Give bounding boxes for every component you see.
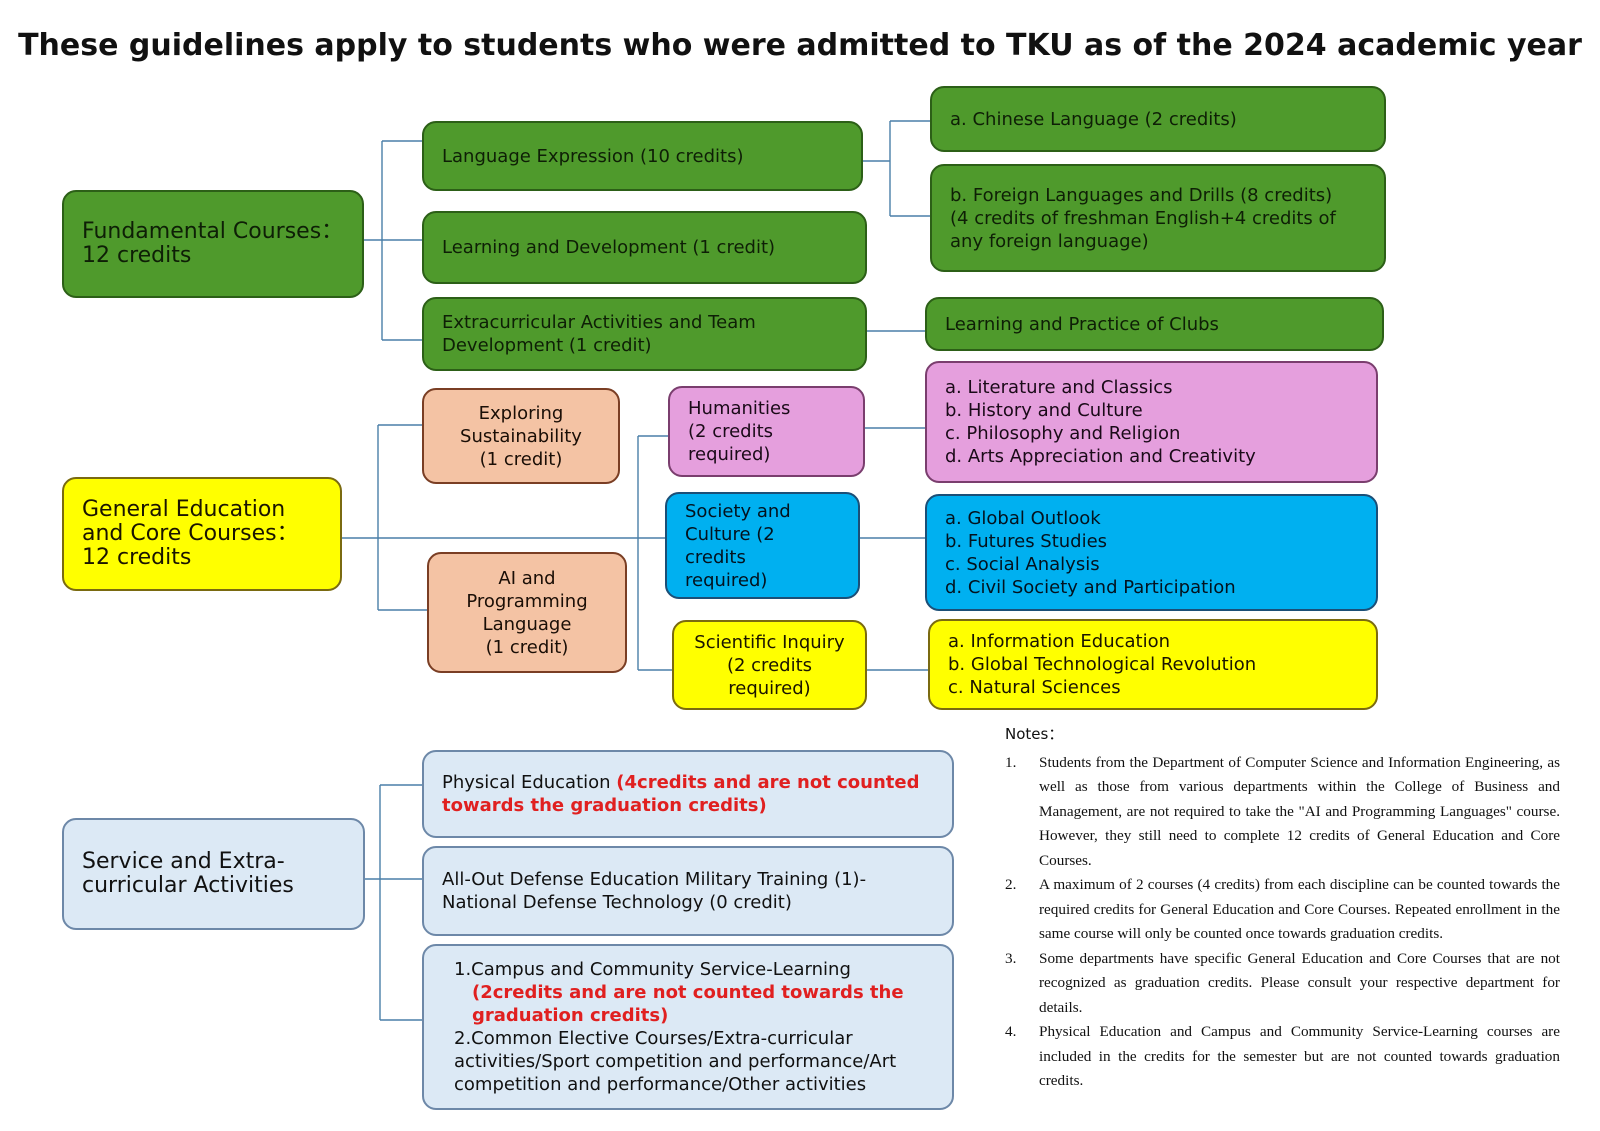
humanities-subjects-box: a. Literature and Classics b. History an… bbox=[925, 361, 1378, 483]
note-text: A maximum of 2 courses (4 credits) from … bbox=[1039, 876, 1560, 942]
note-number: 2. bbox=[1005, 876, 1017, 893]
ai-programming-box: AI and Programming Language (1 credit) bbox=[427, 552, 627, 673]
physical-education-box: Physical Education (4credits and are not… bbox=[422, 750, 954, 838]
note-item: 2. A maximum of 2 courses (4 credits) fr… bbox=[1005, 873, 1560, 947]
notes-title: Notes： bbox=[1005, 725, 1064, 743]
pe-label: Physical Education bbox=[442, 772, 617, 793]
campus-service-note: (2credits and are not counted towards th… bbox=[472, 982, 904, 1026]
note-item: 3. Some departments have specific Genera… bbox=[1005, 947, 1560, 1021]
society-subjects-box: a. Global Outlook b. Futures Studies c. … bbox=[925, 494, 1378, 611]
extracurricular-team-box: Extracurricular Activities and Team Deve… bbox=[422, 297, 867, 371]
note-text: Some departments have specific General E… bbox=[1039, 949, 1560, 1016]
learning-development-box: Learning and Development (1 credit) bbox=[422, 211, 867, 284]
service-learning-box: 1.Campus and Community Service-Learning … bbox=[422, 944, 954, 1110]
common-elective-label: 2.Common Elective Courses/Extra-curricul… bbox=[454, 1028, 897, 1095]
fundamental-courses-box: Fundamental Courses： 12 credits bbox=[62, 190, 364, 298]
general-education-box: General Education and Core Courses： 12 c… bbox=[62, 477, 342, 591]
note-text: Students from the Department of Computer… bbox=[1039, 753, 1560, 869]
page-title: These guidelines apply to students who w… bbox=[18, 28, 1582, 63]
exploring-sustainability-box: Exploring Sustainability (1 credit) bbox=[422, 388, 620, 484]
note-number: 4. bbox=[1005, 1023, 1017, 1040]
note-number: 3. bbox=[1005, 949, 1017, 967]
clubs-box: Learning and Practice of Clubs bbox=[925, 297, 1384, 351]
pe-note: (4credits and are not counted towards th… bbox=[442, 772, 920, 816]
language-expression-box: Language Expression (10 credits) bbox=[422, 121, 863, 191]
campus-service-label: 1.Campus and Community Service-Learning bbox=[454, 959, 851, 980]
note-item: 4. Physical Education and Campus and Com… bbox=[1005, 1020, 1560, 1094]
notes-section: Notes： 1. Students from the Department o… bbox=[1005, 722, 1560, 1094]
science-subjects-box: a. Information Education b. Global Techn… bbox=[928, 619, 1378, 710]
note-item: 1. Students from the Department of Compu… bbox=[1005, 751, 1560, 874]
service-activities-box: Service and Extra- curricular Activities bbox=[62, 818, 365, 930]
chinese-language-box: a. Chinese Language (2 credits) bbox=[930, 86, 1386, 152]
humanities-box: Humanities (2 credits required) bbox=[668, 386, 865, 477]
scientific-inquiry-box: Scientific Inquiry (2 credits required) bbox=[672, 620, 867, 710]
foreign-languages-box: b. Foreign Languages and Drills (8 credi… bbox=[930, 164, 1386, 272]
note-text: Physical Education and Campus and Commun… bbox=[1039, 1023, 1560, 1089]
defense-education-box: All-Out Defense Education Military Train… bbox=[422, 846, 954, 936]
society-culture-box: Society and Culture (2 credits required) bbox=[665, 492, 860, 599]
note-number: 1. bbox=[1005, 753, 1017, 771]
